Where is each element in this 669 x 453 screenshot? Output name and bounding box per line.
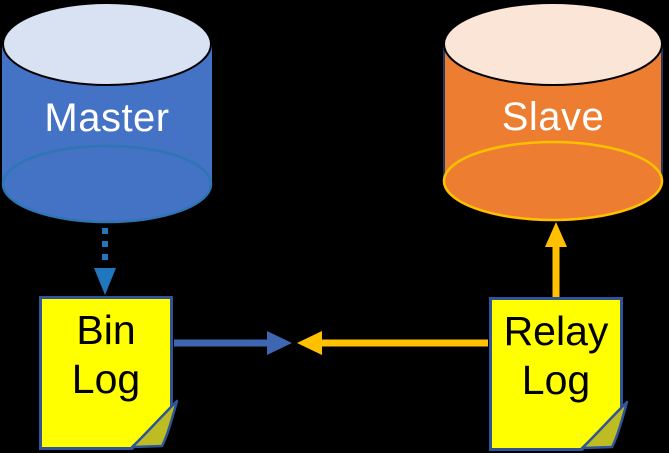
binlog-note-folded-corner [130,399,179,449]
arrow-binlog-right-head [267,331,292,355]
relaylog-label-line1: Relay [504,308,609,354]
master-label: Master [44,96,169,140]
binlog-label-line2: Log [72,356,140,402]
master-db-cylinder: Master [1,2,213,224]
arrow-relaylog-left-head [297,331,322,355]
relaylog-label-line2: Log [522,357,590,403]
binlog-note: Bin Log [39,296,179,450]
arrow-binlog-right [174,331,292,355]
relaylog-note-folded-corner [580,400,629,450]
master-cylinder-top-ellipse [2,2,212,86]
slave-db-cylinder: Slave [442,2,664,222]
slave-cylinder-bottom-ellipse [442,140,664,222]
slave-cylinder-top-ellipse [443,2,663,86]
arrow-master-to-binlog-head [94,268,116,295]
arrow-master-to-binlog [94,228,116,295]
relaylog-note: Relay Log [489,297,629,451]
master-cylinder-bottom-ellipse [1,144,213,224]
binlog-label-line1: Bin [76,307,135,353]
arrow-relaylog-left [297,331,488,355]
arrow-relaylog-to-slave [545,222,567,297]
slave-label: Slave [502,95,605,139]
arrow-relaylog-to-slave-head [545,222,567,247]
